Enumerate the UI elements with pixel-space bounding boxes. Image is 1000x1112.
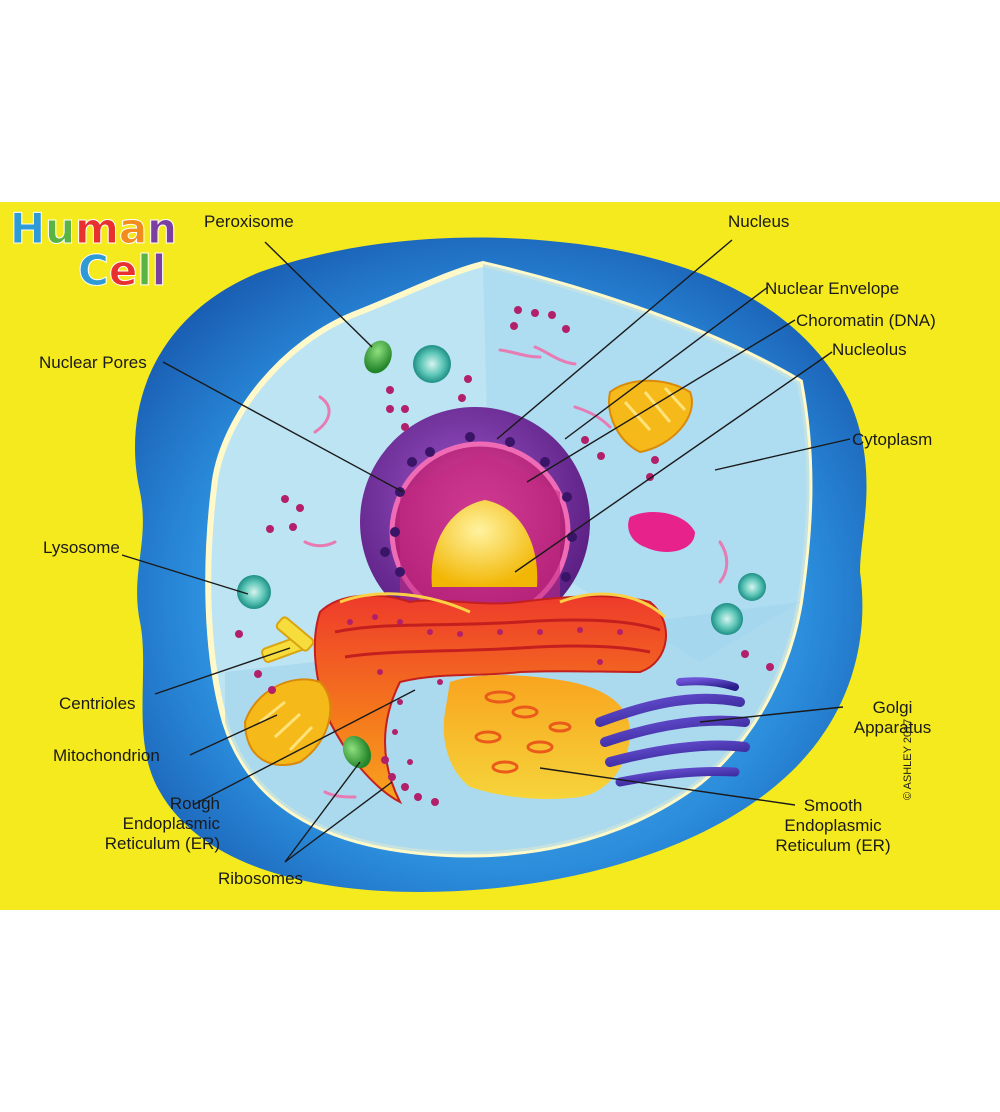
- label-smooth-er-line2: Endoplasmic: [784, 816, 882, 835]
- title-word-human: Human: [9, 207, 177, 250]
- label-golgi-line1: Golgi: [872, 698, 913, 717]
- label-ribosomes: Ribosomes: [218, 869, 304, 888]
- cytoskeleton-filaments: [303, 345, 729, 799]
- title-human: Human: [9, 207, 177, 250]
- title-human-letter-2: m: [75, 204, 120, 253]
- peroxisome-shape: [364, 340, 392, 374]
- title-human-letter-0: H: [9, 204, 46, 253]
- rough-er-fold-1: [334, 618, 661, 634]
- smooth-er-shape: [443, 675, 630, 799]
- title-cell-letter-3: l: [151, 246, 167, 295]
- title-cell-letter-1: e: [108, 246, 138, 295]
- rough-er-fold-3: [339, 592, 471, 614]
- rough-er-fold-2: [344, 644, 651, 659]
- label-nucleolus: Nucleolus: [832, 340, 907, 359]
- label-centrioles: Centrioles: [59, 694, 136, 713]
- mitochondrion-right: [608, 379, 693, 454]
- golgi-shape: [595, 677, 750, 787]
- free-ribosomes: [235, 306, 774, 806]
- rough-er-ribosomes: [347, 614, 623, 765]
- leader-lines: [121, 239, 851, 863]
- label-golgi-line2: Apparatus: [853, 718, 932, 737]
- title-human-letter-3: a: [118, 204, 148, 253]
- vesicle-shape: [628, 512, 695, 552]
- cell-diagram: [121, 237, 867, 893]
- label-peroxisome: Peroxisome: [204, 212, 294, 231]
- title-human-letter-1: u: [45, 204, 76, 253]
- nuclear-pores-group: [380, 432, 577, 582]
- label-golgi: Golgi Apparatus: [845, 698, 940, 738]
- label-lysosome: Lysosome: [43, 538, 120, 557]
- poster: Human Cell Peroxisome Nuclear Pores Lyso…: [0, 202, 1000, 910]
- label-chromatin: Choromatin (DNA): [796, 311, 936, 330]
- label-nuclear-envelope: Nuclear Envelope: [765, 279, 900, 298]
- label-smooth-er-line1: Smooth: [803, 796, 863, 815]
- label-smooth-er: Smooth Endoplasmic Reticulum (ER): [768, 796, 898, 856]
- label-rough-er-line3: Reticulum (ER): [104, 834, 220, 853]
- lysosome-shape: [237, 575, 271, 609]
- title-word-cell: Cell: [78, 249, 167, 292]
- copyright-notice: © ASHLEY 2017: [902, 718, 914, 800]
- label-mitochondrion: Mitochondrion: [53, 746, 160, 765]
- rough-er-fold-4: [559, 592, 667, 619]
- title-cell: Cell: [78, 249, 167, 292]
- nucleolus-shape: [431, 500, 538, 587]
- label-rough-er-line2: Endoplasmic: [122, 814, 220, 833]
- label-rough-er-line1: Rough: [169, 794, 220, 813]
- smooth-er-tubules: [474, 690, 572, 774]
- label-nuclear-pores: Nuclear Pores: [39, 353, 147, 372]
- label-nucleus: Nucleus: [728, 212, 790, 231]
- title-cell-letter-2: l: [137, 246, 152, 295]
- label-cytoplasm: Cytoplasm: [852, 430, 933, 449]
- title-cell-letter-0: C: [78, 246, 110, 295]
- label-rough-er: Rough Endoplasmic Reticulum (ER): [90, 794, 220, 854]
- label-smooth-er-line3: Reticulum (ER): [775, 836, 891, 855]
- title-human-letter-4: n: [147, 204, 178, 253]
